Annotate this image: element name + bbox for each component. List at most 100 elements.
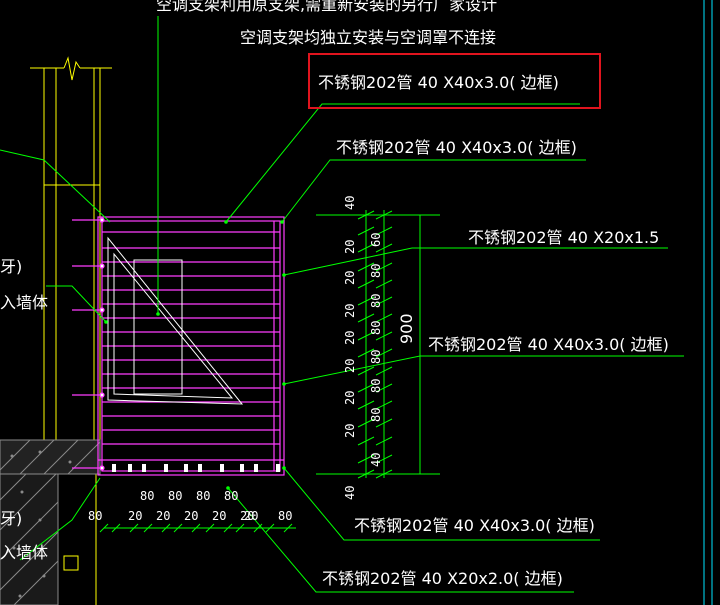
label-tube-20x20: 不锈钢202管 40 X20x2.0( 边框) [322,569,563,588]
dim-tick [253,523,263,533]
label-frame-right: 不锈钢202管 40 X40x3.0( 边框) [428,335,669,354]
tube-marker [198,464,202,472]
dim-tick [375,296,393,306]
dim-tick [357,454,375,464]
dim-label-outer: 20 [343,331,357,345]
dim-tick [375,469,393,479]
dim-tick [111,523,121,533]
dim-tick [205,523,215,533]
tube-marker [128,464,132,472]
dim-tick [375,210,393,220]
dim-tick [99,523,109,533]
dim-tick [357,331,375,341]
top-note-partial: 空调支架利用原支架,需重新安装的另行厂家设计 [156,0,497,14]
dim-tick [375,418,393,428]
dim-tick [357,436,375,446]
tube-marker [112,464,116,472]
dim-label-inner: 80 [369,321,383,335]
dim-label-outer: 20 [343,271,357,285]
tube-marker [164,464,168,472]
dim-tick [357,313,375,323]
dim-tick [357,418,375,428]
dim-tick [375,262,393,272]
left-paren-upper: 牙) [0,257,22,276]
label-frame-highlighted: 不锈钢202管 40 X40x3.0( 边框) [318,73,559,92]
label-frame-upper: 不锈钢202管 40 X40x3.0( 边框) [336,138,577,157]
dim-label-inner: 80 [369,350,383,364]
dim-tick [357,262,375,272]
dim-tick [375,366,393,376]
bottom-tube-markers [112,464,280,472]
dim-tick [223,523,233,533]
dim-label-inner: 80 [369,379,383,393]
dim-tick [357,469,375,479]
dim-label-outer: 20 [343,391,357,405]
dim-label-bottom: 20 [212,509,226,523]
dim-tick [191,523,201,533]
left-paren-lower: 牙) [0,509,22,528]
dim-tick [357,296,375,306]
dim-label-outer: 20 [343,424,357,438]
dim-label-inner: 80 [369,264,383,278]
horizontal-dimension [99,523,296,533]
dim-tick [375,226,393,236]
dim-label-bottom: 20 [240,509,254,523]
dim-label-bottom: 20 [128,509,142,523]
ac-outline [107,236,244,405]
total-height-dim: 900 [397,313,416,344]
dim-tick [235,523,245,533]
dim-tick [375,400,393,410]
dim-tick [375,279,393,289]
dim-tick [357,348,375,358]
tube-marker [142,464,146,472]
dim-tick [375,313,393,323]
tube-marker [220,464,224,472]
dim-label-bottom: 80 [88,509,102,523]
dim-tick [357,210,375,220]
dim-label-bottom: 20 [156,509,170,523]
label-tube-20x15: 不锈钢202管 40 X20x1.5 [468,228,659,247]
dim-tick [143,523,153,533]
dim-tick [161,523,171,533]
dim-tick [357,243,375,253]
dim-tick [265,523,275,533]
anchor-bolts [72,217,105,471]
dim-label-outer: 20 [343,359,357,373]
top-note: 空调支架均独立安装与空调罩不连接 [240,28,496,47]
concrete-hatch [0,439,101,605]
dim-label-outer: 40 [343,196,357,210]
dim-label-bottom: 20 [244,509,258,523]
tube-marker [240,464,244,472]
dim-label-inner: 40 [369,453,383,467]
tube-marker [254,464,258,472]
dim-tick [357,226,375,236]
dim-label-outer: 40 [343,486,357,500]
leader-dots [104,220,286,490]
dim-tick [357,279,375,289]
dim-label-inner: 60 [369,233,383,247]
dim-tick [357,400,375,410]
dim-label-outer: 20 [343,304,357,318]
dim-label-bottom: 20 [184,509,198,523]
dim-tick [283,523,293,533]
dim-label-80: 80 [140,489,154,503]
tube-marker [276,464,280,472]
dim-label-inner: 80 [369,408,383,422]
dim-tick [375,383,393,393]
dim-tick [375,348,393,358]
dim-tick [357,383,375,393]
dim-label-80: 80 [168,489,182,503]
left-wall-upper: 入墙体 [0,293,48,312]
left-wall-lower: 入墙体 [0,543,48,562]
label-frame-lower: 不锈钢202管 40 X40x3.0( 边框) [354,516,595,535]
frame [97,216,285,476]
dim-label-inner: 80 [369,294,383,308]
vertical-dimension [316,210,440,479]
dim-tick [173,523,183,533]
dim-tick [357,366,375,376]
dim-label-80: 80 [196,489,210,503]
dim-label-80: 80 [224,489,238,503]
